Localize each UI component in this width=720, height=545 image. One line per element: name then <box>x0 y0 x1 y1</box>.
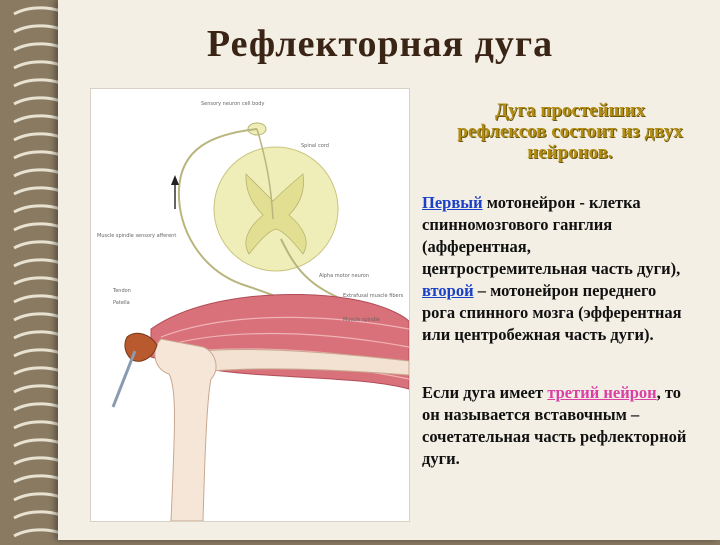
label-alpha-motor: Alpha motor neuron <box>319 273 369 279</box>
text-part: Если дуга имеет <box>422 383 548 402</box>
reflex-arc-diagram: Sensory neuron cell body Spinal cord Mus… <box>97 101 410 522</box>
label-extrafusal: Extrafusal muscle fibers <box>343 293 404 299</box>
text-part: , то он называется вставочным – сочетате… <box>422 383 687 468</box>
label-sensory-neuron: Sensory neuron cell body <box>201 101 264 107</box>
highlight-third-neuron: третий нейрон <box>547 383 657 402</box>
dorsal-root <box>256 128 274 220</box>
highlight-first: Первый <box>422 193 483 212</box>
label-muscle-spindle: Muscle spindle <box>343 317 380 323</box>
text-part: мотонейрон - клетка спинномозгового ганг… <box>422 193 681 278</box>
tibia-bone <box>154 338 217 522</box>
paragraph-neurons: Первый мотонейрон - клетка спинномозгово… <box>422 192 692 346</box>
reflex-arc-illustration: Sensory neuron cell body Spinal cord Mus… <box>90 88 410 522</box>
highlight-second: второй <box>422 281 474 300</box>
reflex-hammer-icon <box>111 350 137 408</box>
label-patella: Patella <box>113 300 130 306</box>
label-spinal-cord: Spinal cord <box>301 143 329 149</box>
label-muscle-spindle-afferent: Muscle spindle sensory afferent <box>97 233 176 239</box>
paragraph-interneuron: Если дуга имеет третий нейрон, то он наз… <box>422 382 692 470</box>
slide-title: Рефлекторная дуга <box>206 23 554 65</box>
arrow-head-icon <box>171 175 179 185</box>
label-tendon: Tendon <box>112 288 131 294</box>
lead-text: Дуга простейших рефлексов состоит из дву… <box>457 100 683 163</box>
text-part: – мотонейрон переднего рога спинного моз… <box>422 281 682 344</box>
spinal-cord-gray-matter <box>245 173 307 255</box>
